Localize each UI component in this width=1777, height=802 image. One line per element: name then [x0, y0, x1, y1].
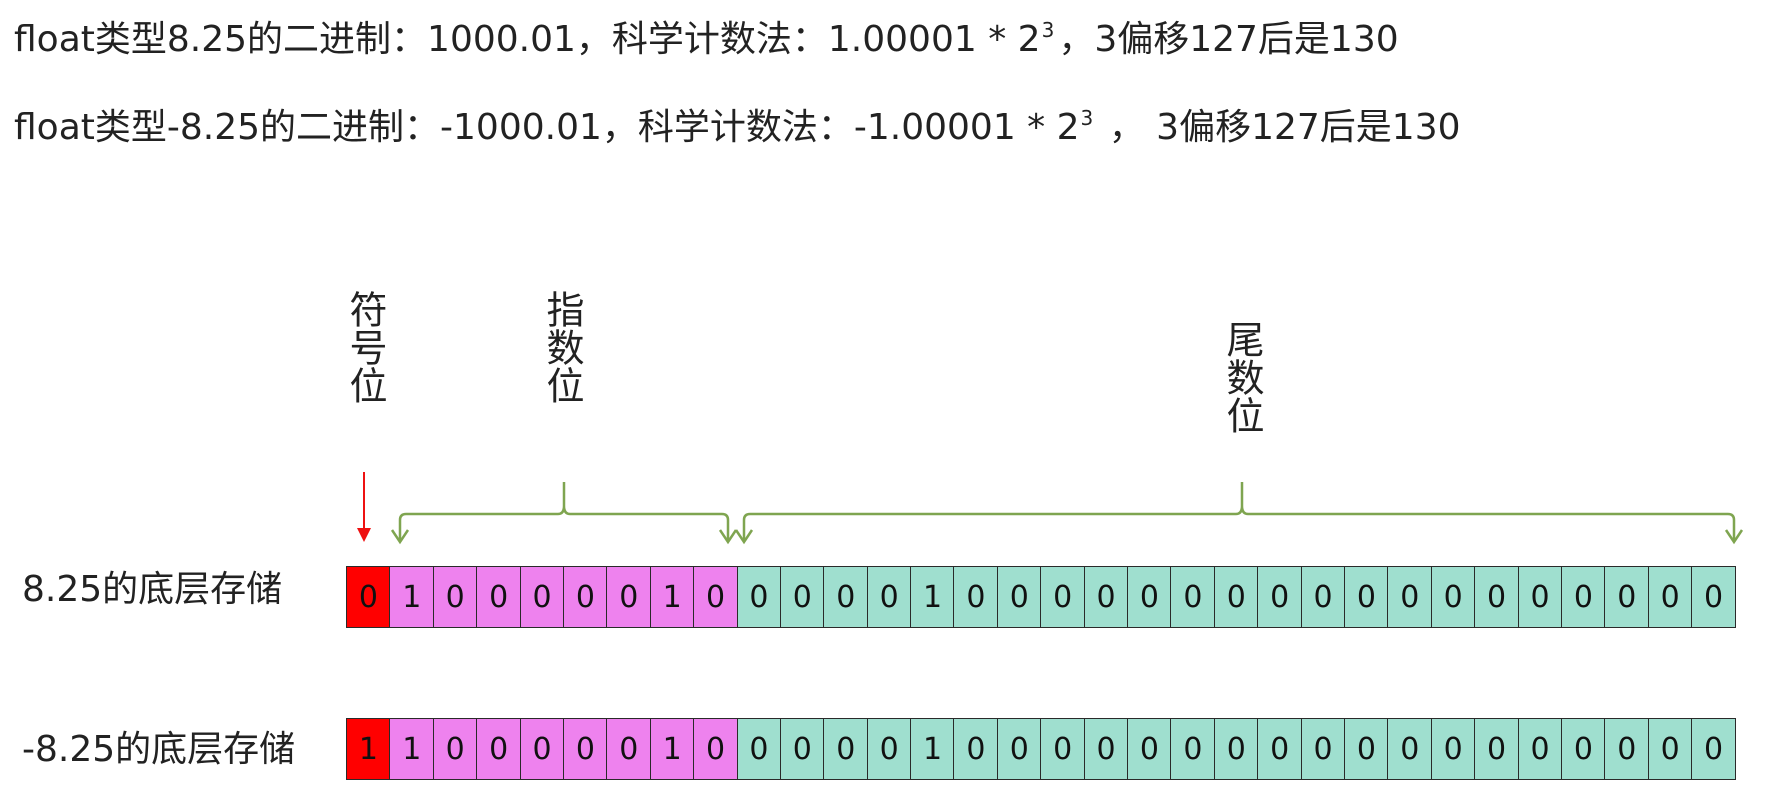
mantissa-bit-cell: 0	[779, 718, 825, 780]
exponent-bit-cell: 0	[519, 566, 565, 628]
negative-storage-label: -8.25的底层存储	[22, 729, 296, 770]
mantissa-bit-cell: 0	[953, 718, 999, 780]
mantissa-bit-cell: 0	[1213, 566, 1259, 628]
mantissa-bit-cell: 0	[1517, 566, 1563, 628]
exponent-bit-cell: 0	[562, 718, 608, 780]
header-line-negative: float类型-8.25的二进制：-1000.01，科学计数法：-1.00001…	[14, 96, 1461, 150]
sign-bit-label: 符号位	[343, 290, 387, 404]
sign-arrow-icon	[357, 472, 371, 542]
mantissa-bit-cell: 0	[1517, 718, 1563, 780]
line2-exponent: 3	[1080, 106, 1094, 130]
sign-bit-cell: 0	[346, 566, 391, 628]
exponent-bit-cell: 1	[649, 718, 695, 780]
mantissa-bit-cell: 0	[736, 566, 782, 628]
mantissa-bit-cell: 0	[1647, 718, 1693, 780]
mantissa-brace-icon	[734, 482, 1744, 545]
exponent-bit-cell: 0	[693, 718, 739, 780]
mantissa-bit-cell: 0	[953, 566, 999, 628]
line2-text: float类型-8.25的二进制：-1000.01，科学计数法：-1.00001…	[14, 107, 1080, 148]
exponent-bit-cell: 0	[562, 566, 608, 628]
mantissa-bit-cell: 0	[1691, 718, 1736, 780]
exponent-bit-cell: 0	[606, 718, 652, 780]
sign-bit-cell: 1	[346, 718, 391, 780]
mantissa-bit-cell: 0	[1387, 566, 1433, 628]
exponent-bit-cell: 0	[432, 718, 478, 780]
mantissa-bit-cell: 0	[1343, 566, 1389, 628]
mantissa-bit-cell: 0	[1170, 566, 1216, 628]
mantissa-bit-cell: 0	[866, 718, 912, 780]
exponent-bit-cell: 0	[606, 566, 652, 628]
mantissa-bit-cell: 0	[736, 718, 782, 780]
exponent-bit-cell: 0	[476, 566, 522, 628]
mantissa-bit-cell: 0	[1127, 566, 1172, 628]
mantissa-bit-cell: 0	[1604, 566, 1650, 628]
exponent-bit-cell: 0	[432, 566, 478, 628]
mantissa-bit-cell: 0	[1257, 566, 1303, 628]
mantissa-bit-cell: 0	[1300, 718, 1346, 780]
mantissa-bit-cell: 0	[1300, 566, 1346, 628]
exponent-bits-label: 指数位	[540, 290, 584, 404]
mantissa-bit-cell: 0	[1040, 718, 1086, 780]
exponent-bit-cell: 1	[649, 566, 695, 628]
mantissa-bit-cell: 0	[1170, 718, 1216, 780]
mantissa-bit-cell: 0	[1560, 566, 1606, 628]
mantissa-bits-label: 尾数位	[1220, 320, 1264, 434]
line1-exponent: 3	[1041, 18, 1055, 42]
line1-text: float类型8.25的二进制：1000.01，科学计数法：1.00001 * …	[14, 19, 1041, 60]
mantissa-bit-cell: 0	[1474, 718, 1520, 780]
exponent-bit-cell: 0	[519, 718, 565, 780]
exponent-bit-cell: 0	[476, 718, 522, 780]
line1-suffix: ，3偏移127后是130	[1058, 19, 1399, 60]
mantissa-bit-cell: 0	[1430, 718, 1476, 780]
mantissa-bit-cell: 0	[1257, 718, 1303, 780]
mantissa-bit-cell: 0	[996, 566, 1042, 628]
mantissa-bit-cell: 1	[910, 718, 955, 780]
mantissa-bit-cell: 0	[1040, 566, 1086, 628]
mantissa-bit-cell: 0	[866, 566, 912, 628]
mantissa-bit-cell: 0	[996, 718, 1042, 780]
mantissa-bit-cell: 0	[823, 566, 869, 628]
line2-suffix: ， 3偏移127后是130	[1097, 107, 1461, 148]
positive-storage-label: 8.25的底层存储	[22, 569, 283, 610]
mantissa-bit-cell: 0	[823, 718, 869, 780]
header-line-positive: float类型8.25的二进制：1000.01，科学计数法：1.00001 * …	[14, 8, 1399, 62]
mantissa-bit-cell: 1	[910, 566, 955, 628]
mantissa-bit-cell: 0	[1691, 566, 1736, 628]
mantissa-bit-cell: 0	[1083, 566, 1129, 628]
mantissa-bit-cell: 0	[1560, 718, 1606, 780]
mantissa-bit-cell: 0	[1647, 566, 1693, 628]
mantissa-bit-cell: 0	[1430, 566, 1476, 628]
exponent-bit-cell: 1	[389, 566, 435, 628]
mantissa-bit-cell: 0	[1343, 718, 1389, 780]
mantissa-bit-cell: 0	[1604, 718, 1650, 780]
mantissa-bit-cell: 0	[1387, 718, 1433, 780]
mantissa-bit-cell: 0	[779, 566, 825, 628]
exponent-bit-cell: 1	[389, 718, 435, 780]
exponent-brace-icon	[390, 482, 738, 545]
mantissa-bit-cell: 0	[1127, 718, 1172, 780]
mantissa-bit-cell: 0	[1083, 718, 1129, 780]
mantissa-bit-cell: 0	[1474, 566, 1520, 628]
mantissa-bit-cell: 0	[1213, 718, 1259, 780]
exponent-bit-cell: 0	[693, 566, 739, 628]
